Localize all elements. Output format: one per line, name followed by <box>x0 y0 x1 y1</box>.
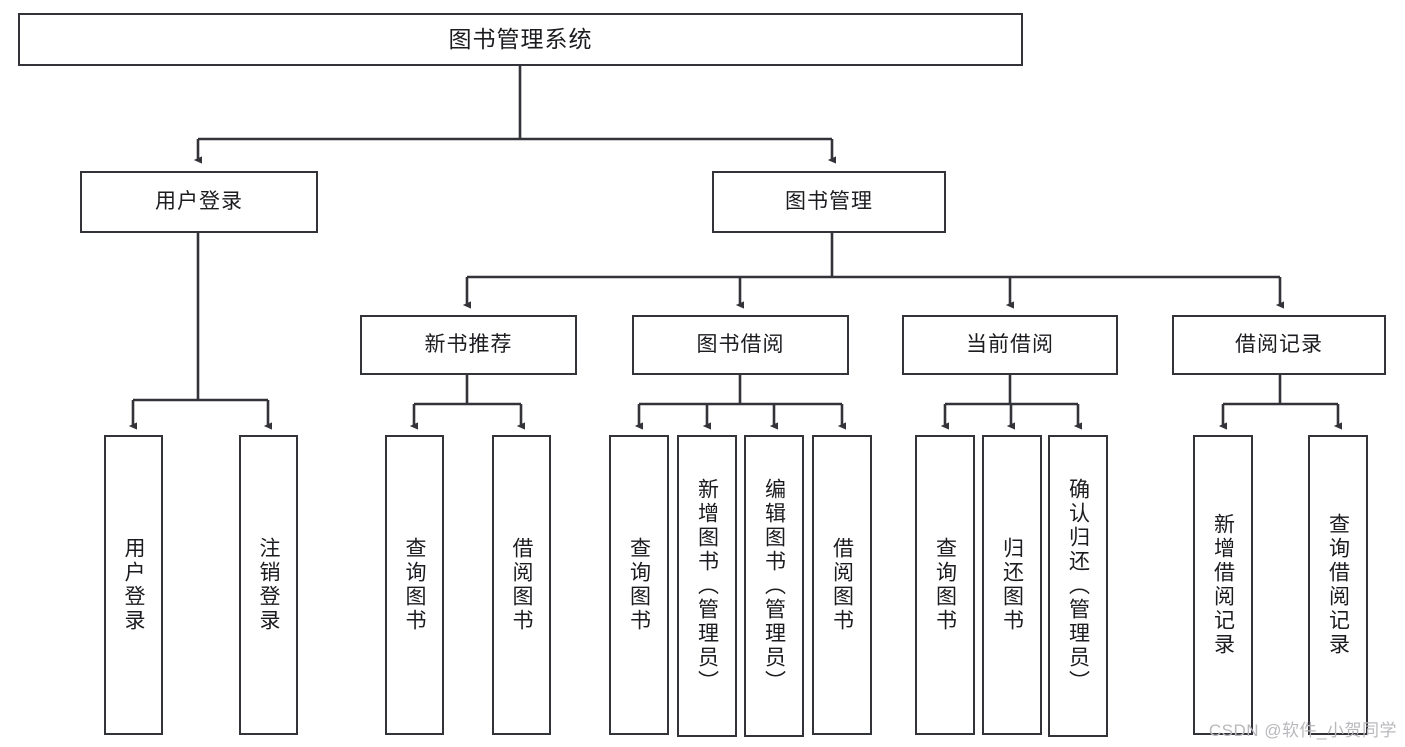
leaf-current-query-book[interactable]: 查询图书 <box>915 435 975 735</box>
leaf-recommend-query-book[interactable]: 查询图书 <box>385 435 444 735</box>
node-label: 借阅记录 <box>1235 332 1323 356</box>
leaf-user-login-login[interactable]: 用户登录 <box>104 435 163 735</box>
leaf-record-query-record[interactable]: 查询借阅记录 <box>1308 435 1368 735</box>
node-label: 注销登录 <box>257 537 281 633</box>
node-label: 新书推荐 <box>424 332 513 356</box>
node-label: 查询图书 <box>627 537 651 633</box>
leaf-current-confirm-return-admin[interactable]: 确认归还（管理员） <box>1048 435 1108 737</box>
node-new-book-recommend[interactable]: 新书推荐 <box>360 315 577 375</box>
node-label: 确认归还（管理员） <box>1066 478 1090 694</box>
node-current-borrow[interactable]: 当前借阅 <box>902 315 1118 375</box>
node-label: 图书借阅 <box>696 332 785 356</box>
leaf-user-login-logout[interactable]: 注销登录 <box>239 435 298 735</box>
node-label: 用户登录 <box>122 537 146 633</box>
node-label: 查询图书 <box>933 537 957 633</box>
node-label: 用户登录 <box>155 189 243 213</box>
node-label: 借阅图书 <box>830 537 854 633</box>
node-label: 查询图书 <box>403 537 427 633</box>
leaf-record-add-record[interactable]: 新增借阅记录 <box>1193 435 1253 735</box>
csdn-watermark: CSDN @软件_小贺同学 <box>1208 721 1397 740</box>
node-borrow-record[interactable]: 借阅记录 <box>1172 315 1386 375</box>
leaf-borrow-edit-book-admin[interactable]: 编辑图书（管理员） <box>744 435 804 737</box>
node-label: 编辑图书（管理员） <box>762 478 786 694</box>
node-label: 归还图书 <box>1000 537 1024 633</box>
node-label: 查询借阅记录 <box>1326 513 1350 657</box>
node-root-system[interactable]: 图书管理系统 <box>18 13 1023 66</box>
node-user-login[interactable]: 用户登录 <box>80 171 318 233</box>
node-label: 新增借阅记录 <box>1211 513 1235 657</box>
node-label: 借阅图书 <box>510 537 534 633</box>
node-label: 新增图书（管理员） <box>695 478 719 694</box>
node-label: 图书管理系统 <box>448 26 593 53</box>
leaf-current-return-book[interactable]: 归还图书 <box>982 435 1042 735</box>
leaf-recommend-borrow-book[interactable]: 借阅图书 <box>492 435 551 735</box>
node-book-borrow[interactable]: 图书借阅 <box>632 315 849 375</box>
leaf-borrow-borrow-book[interactable]: 借阅图书 <box>812 435 872 735</box>
node-label: 当前借阅 <box>966 332 1054 356</box>
leaf-borrow-add-book-admin[interactable]: 新增图书（管理员） <box>677 435 737 737</box>
node-book-management[interactable]: 图书管理 <box>712 171 946 233</box>
node-label: 图书管理 <box>785 189 873 213</box>
leaf-borrow-query-book[interactable]: 查询图书 <box>609 435 669 735</box>
